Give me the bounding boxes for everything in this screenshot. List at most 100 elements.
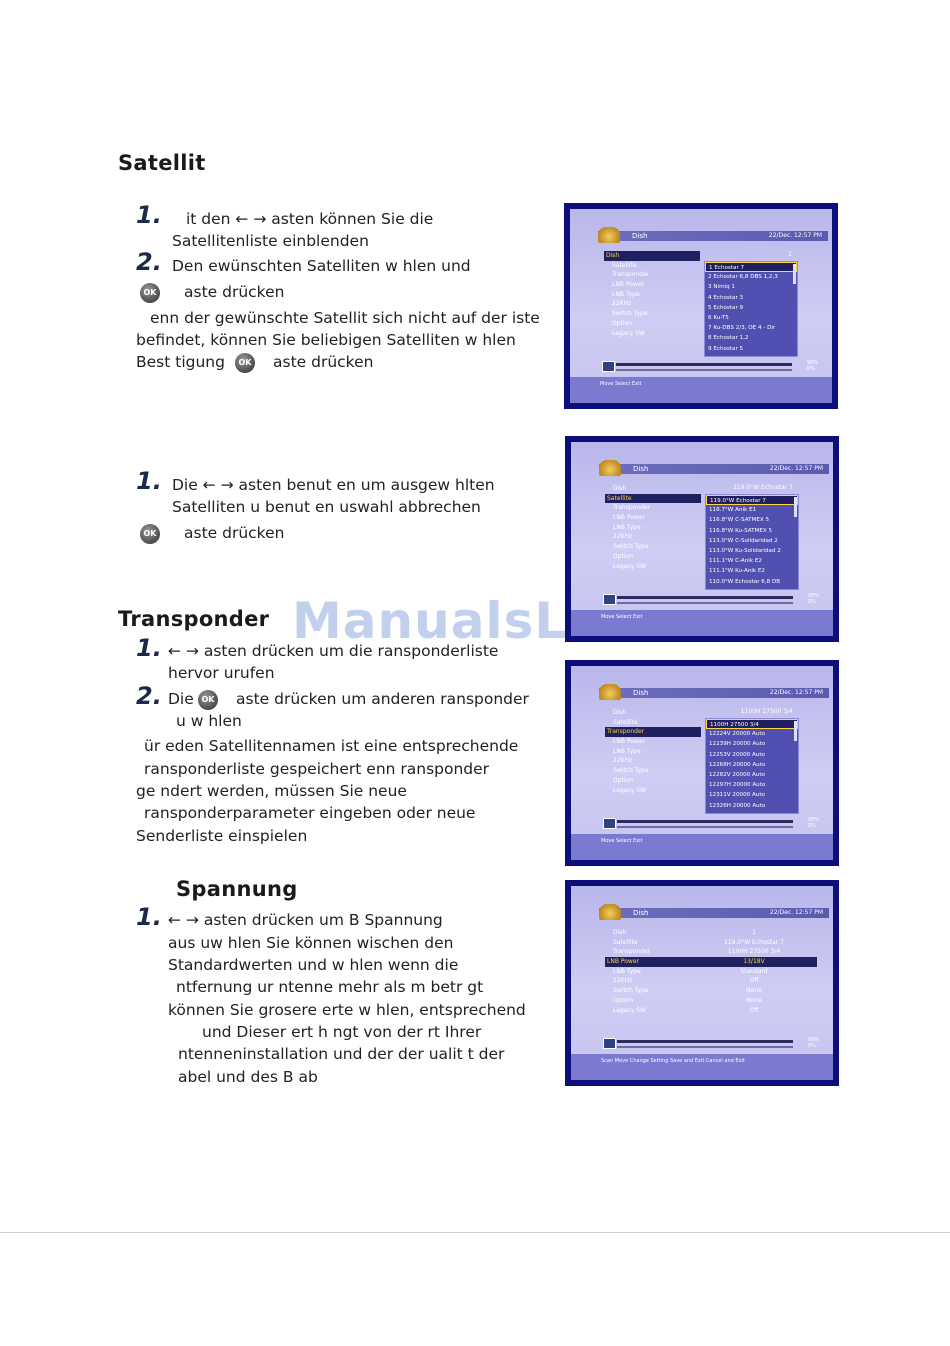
setting-value[interactable]: Off bbox=[749, 977, 759, 985]
menu-item[interactable]: Switch Type bbox=[613, 543, 649, 551]
quality-bar bbox=[617, 602, 793, 604]
menu-item[interactable]: Legacy SW bbox=[613, 786, 646, 794]
menu-item[interactable]: 22KHz bbox=[613, 533, 633, 541]
step-text: Standardwerten und w hlen wenn die bbox=[168, 956, 459, 974]
menu-item[interactable]: 22KHz bbox=[613, 757, 633, 765]
menu-item[interactable]: Legacy SW bbox=[612, 329, 645, 337]
setting-value[interactable]: None bbox=[746, 996, 762, 1004]
list-item[interactable]: 116.8°W Ku-SATMEX 5 bbox=[709, 527, 773, 534]
list-item[interactable]: 119.0°W Echostar 7 bbox=[706, 495, 798, 506]
menu-item[interactable]: Satellite bbox=[613, 938, 638, 946]
scrollbar[interactable] bbox=[794, 721, 797, 741]
scrollbar[interactable] bbox=[793, 264, 796, 284]
menu-item[interactable]: Switch Type bbox=[613, 987, 649, 995]
menu-item[interactable]: Satellite bbox=[605, 493, 701, 504]
setting-value[interactable]: 1 bbox=[752, 929, 756, 936]
signal-bar bbox=[617, 1040, 793, 1043]
signal-icon bbox=[603, 594, 616, 605]
list-item[interactable]: 12282V 20000 Auto bbox=[709, 771, 765, 778]
screen-menu: Dish Satellite Transponder LNB Power LNB… bbox=[605, 484, 701, 571]
list-item[interactable]: 12311V 20000 Auto bbox=[709, 792, 765, 799]
list-item[interactable]: 111.1°W Ku-Anik E2 bbox=[709, 568, 765, 575]
step-text: Die bbox=[168, 690, 194, 708]
menu-item[interactable]: LNB Power bbox=[613, 738, 645, 746]
menu-item[interactable]: LNB Type bbox=[612, 290, 640, 298]
satellite-list[interactable]: 119.0°W Echostar 7 118.7°W Anik E1 116.8… bbox=[705, 494, 799, 590]
setting-value[interactable]: 1100H 27500 3/4 bbox=[727, 948, 781, 956]
menu-item[interactable]: Transponder bbox=[612, 271, 650, 279]
signal-bar bbox=[616, 363, 792, 366]
satellite-list[interactable]: 1 Echostar 7 2 Echostar 6,8 DBS 1,2,3 3 … bbox=[704, 261, 798, 357]
menu-item[interactable]: Dish bbox=[613, 485, 627, 492]
step-text: aste drücken bbox=[184, 524, 285, 542]
list-header: 1 bbox=[788, 251, 792, 258]
menu-item[interactable]: LNB Power bbox=[605, 957, 701, 967]
signal-bar bbox=[617, 596, 793, 599]
list-item[interactable]: 2 Echostar 6,8 DBS 1,2,3 bbox=[708, 274, 778, 281]
setting-value[interactable]: None bbox=[746, 987, 762, 995]
signal-icon bbox=[603, 818, 616, 829]
setting-value[interactable]: Off bbox=[749, 1006, 759, 1014]
ok-button-icon: OK bbox=[235, 353, 255, 373]
menu-item[interactable]: Legacy SW bbox=[613, 562, 646, 570]
list-item[interactable]: 1 Echostar 7 bbox=[705, 262, 797, 273]
list-item[interactable]: 1100H 27500 3/4 bbox=[706, 719, 798, 730]
note-text: ge ndert werden, müssen Sie neue bbox=[136, 782, 407, 800]
menu-item[interactable]: Option bbox=[613, 996, 634, 1004]
menu-item[interactable]: Dish bbox=[604, 251, 700, 261]
menu-item[interactable]: 22KHz bbox=[613, 977, 633, 985]
menu-item[interactable]: Option bbox=[612, 319, 633, 327]
menu-item[interactable]: Dish bbox=[613, 929, 627, 936]
list-item[interactable]: 118.7°W Anik E1 bbox=[709, 507, 757, 514]
setting-value[interactable]: Standard bbox=[740, 967, 768, 975]
list-item[interactable]: 113.0°W Ku-Solidaridad 2 bbox=[709, 547, 781, 554]
list-item[interactable]: 6 Ku-T5 bbox=[708, 314, 729, 321]
satellite-logo-icon bbox=[599, 684, 621, 700]
menu-item[interactable]: Transponder bbox=[613, 504, 651, 512]
list-item[interactable]: 116.8°W C-SATMEX 5 bbox=[709, 517, 770, 524]
screen-date: 22/Dec. 12:57 PM bbox=[768, 232, 822, 239]
step-text: it den ← → asten können Sie die bbox=[186, 210, 434, 228]
menu-item[interactable]: Satellite bbox=[613, 718, 638, 726]
list-item[interactable]: 12239H 20000 Auto bbox=[709, 741, 766, 748]
menu-item[interactable]: LNB Type bbox=[613, 747, 641, 755]
step-number: 2. bbox=[136, 248, 162, 276]
list-item[interactable]: 3 Nimiq 1 bbox=[708, 284, 735, 291]
list-item[interactable]: 110.0°W Echostar 6,8 DB bbox=[709, 578, 781, 585]
list-header: 119.0°W Echostar 7 bbox=[733, 484, 793, 491]
menu-item[interactable]: 22KHz bbox=[612, 300, 632, 308]
screen-title: Dish bbox=[633, 465, 649, 473]
menu-item[interactable]: Switch Type bbox=[613, 767, 649, 775]
menu-item[interactable]: Satellite bbox=[612, 261, 637, 269]
setting-value[interactable]: 119.0°W Echostar 7 bbox=[724, 938, 784, 946]
list-item[interactable]: 7 Ku-DBS 2/3, OE 4 - Dir bbox=[708, 325, 776, 332]
list-item[interactable]: 12297H 20000 Auto bbox=[709, 782, 766, 789]
menu-item[interactable]: Option bbox=[613, 776, 634, 784]
menu-item[interactable]: Option bbox=[613, 552, 634, 560]
list-item[interactable]: 12326H 20000 Auto bbox=[709, 802, 766, 809]
menu-item[interactable]: Transponder bbox=[613, 948, 651, 956]
list-item[interactable]: 12224V 20000 Auto bbox=[709, 731, 765, 738]
menu-item[interactable]: Transponder bbox=[605, 727, 701, 738]
list-item[interactable]: 111.1°W C-Anik E2 bbox=[709, 558, 762, 565]
menu-item[interactable]: Legacy SW bbox=[613, 1006, 646, 1014]
transponder-list[interactable]: 1100H 27500 3/4 12224V 20000 Auto 12239H… bbox=[705, 718, 799, 814]
list-item[interactable]: 12268H 20000 Auto bbox=[709, 761, 766, 768]
list-item[interactable]: 5 Echostar 9 bbox=[708, 304, 744, 311]
menu-item[interactable]: LNB Type bbox=[613, 523, 641, 531]
menu-item[interactable]: LNB Type bbox=[613, 967, 641, 975]
list-item[interactable]: 8 Echostar 1,2 bbox=[708, 335, 749, 342]
step-text: ntenneninstallation und der der ualit t … bbox=[178, 1045, 505, 1063]
menu-item[interactable]: LNB Power bbox=[613, 514, 645, 522]
setting-value[interactable]: 13/18V bbox=[691, 957, 817, 967]
menu-item[interactable]: LNB Power bbox=[612, 281, 644, 289]
scrollbar[interactable] bbox=[794, 497, 797, 517]
step-text: aste drücken bbox=[184, 283, 285, 301]
screen-footer: Scan Move Change Setting Save and Exit C… bbox=[571, 1054, 833, 1080]
menu-item[interactable]: Dish bbox=[613, 709, 627, 716]
list-item[interactable]: 113.0°W C-Solidaridad 2 bbox=[709, 537, 778, 544]
menu-item[interactable]: Switch Type bbox=[612, 310, 648, 318]
list-item[interactable]: 9 Echostar 5 bbox=[708, 345, 744, 352]
list-item[interactable]: 12253V 20000 Auto bbox=[709, 751, 765, 758]
list-item[interactable]: 4 Echostar 3 bbox=[708, 294, 744, 301]
